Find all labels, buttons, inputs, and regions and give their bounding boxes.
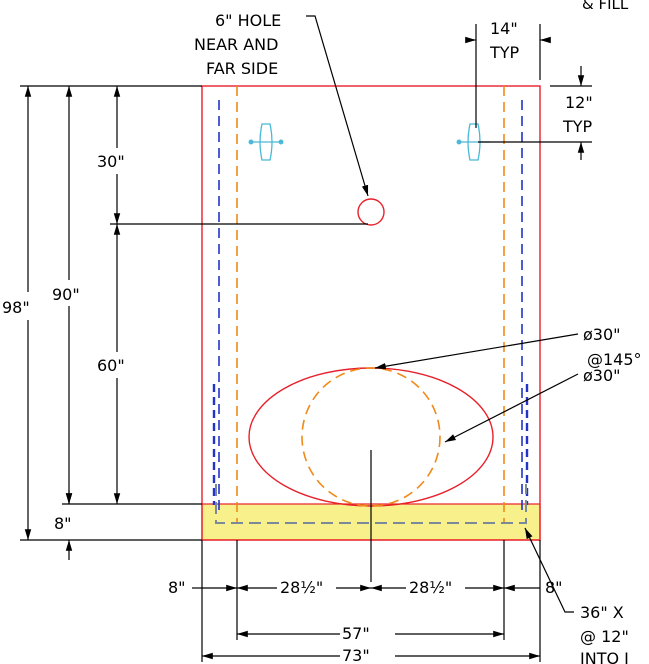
pipe-opening-round <box>301 367 441 507</box>
pipe-dia-round: ø30" <box>583 366 621 385</box>
dim-top-to-hole: 30" <box>97 152 125 171</box>
hole-6in <box>357 198 385 226</box>
hole-note-line1: 6" HOLE <box>215 11 281 30</box>
footing-bar <box>215 484 527 524</box>
pipe-dia-angled: ø30" <box>583 325 621 344</box>
footing-note-line2: @ 12" <box>580 627 629 646</box>
pipe-angle: @145° <box>587 350 642 369</box>
dim-footing-thickness: 8" <box>54 514 72 533</box>
dim-half-right: 28½" <box>409 578 452 597</box>
lifting-fixture-left <box>248 123 284 161</box>
dim-left-offset: 8" <box>168 578 186 597</box>
spacing-top-value: 14" <box>490 19 518 38</box>
hole-note-line3: FAR SIDE <box>206 59 278 78</box>
dim-hole-to-base: 60" <box>97 356 125 375</box>
footing-note-line3: INTO J <box>580 649 629 664</box>
dim-half-left: 28½" <box>280 578 323 597</box>
footing-note-line1: 36" X <box>580 603 624 622</box>
hole-note-line2: NEAR AND <box>194 35 278 54</box>
dim-height-total: 98" <box>2 298 30 317</box>
top-partial-label: & FILL <box>582 0 629 13</box>
edge-12-value: 12" <box>565 93 593 112</box>
spacing-top-typ: TYP <box>489 43 520 62</box>
edge-12-typ: TYP <box>562 117 593 136</box>
dim-inner-width: 57" <box>342 624 370 643</box>
dim-height-wall: 90" <box>52 285 80 304</box>
dim-outer-width: 73" <box>342 646 370 664</box>
